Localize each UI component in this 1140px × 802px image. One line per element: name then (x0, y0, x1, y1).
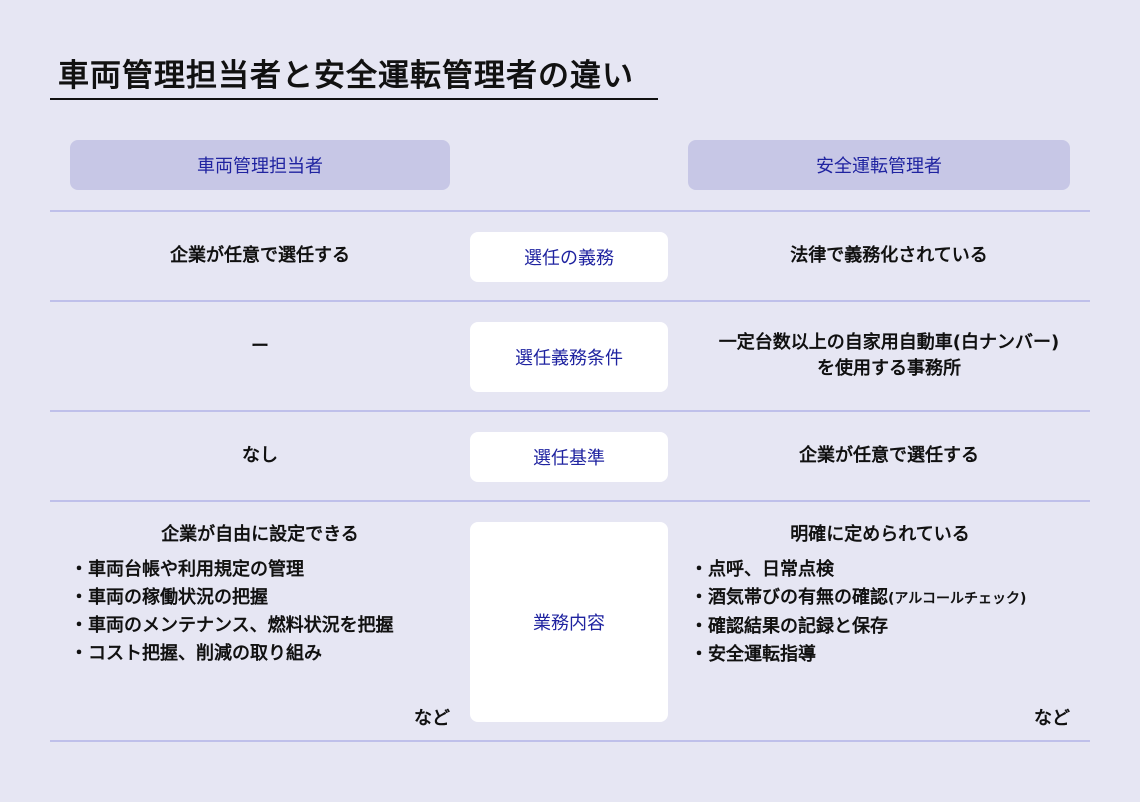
column-header-vehicle-manager: 車両管理担当者 (70, 140, 450, 190)
list-item: ・安全運転指導 (690, 644, 816, 665)
vehicle-manager-appointment-criteria: なし (242, 444, 278, 466)
list-item: ・酒気帯びの有無の確認(アルコールチェック) (690, 587, 1027, 608)
etc-note: など (414, 708, 450, 729)
title-underline (50, 98, 658, 100)
conditions-line-2: を使用する事務所 (816, 358, 961, 379)
divider (50, 740, 1090, 742)
duties-list: ・車両台帳や利用規定の管理 ・車両の稼働状況の把握 ・車両のメンテナンス、燃料状… (70, 556, 450, 668)
divider (50, 500, 1090, 502)
column-header-safe-driving-manager: 安全運転管理者 (688, 140, 1070, 190)
safe-driving-manager-appointment-conditions: 一定台数以上の自家用自動車(白ナンバー) を使用する事務所 (688, 302, 1090, 410)
safe-driving-manager-appointment-criteria: 企業が任意で選任する (799, 444, 979, 466)
conditions-line-1: 一定台数以上の自家用自動車(白ナンバー) (718, 331, 1060, 353)
row-duties: 企業が自由に設定できる ・車両台帳や利用規定の管理 ・車両の稼働状況の把握 ・車… (50, 502, 1090, 740)
divider (50, 210, 1090, 212)
duties-heading: 明確に定められている (790, 524, 970, 545)
safe-driving-manager-duties: 明確に定められている ・点呼、日常点検 ・酒気帯びの有無の確認(アルコールチェッ… (690, 502, 1070, 740)
vehicle-manager-appointment-conditions: ー (251, 336, 269, 357)
vehicle-manager-appointment-duty: 企業が任意で選任する (170, 244, 350, 266)
duties-heading: 企業が自由に設定できる (161, 524, 359, 545)
duties-list: ・点呼、日常点検 ・酒気帯びの有無の確認(アルコールチェック) ・確認結果の記録… (690, 556, 1070, 669)
row-appointment-criteria: なし 選任基準 企業が任意で選任する (50, 412, 1090, 500)
label-appointment-criteria: 選任基準 (470, 432, 668, 482)
list-item: ・コスト把握、削減の取り組み (70, 643, 322, 664)
list-item: ・点呼、日常点検 (690, 559, 834, 580)
row-appointment-conditions: ー 選任義務条件 一定台数以上の自家用自動車(白ナンバー) を使用する事務所 (50, 302, 1090, 410)
safe-driving-manager-appointment-duty: 法律で義務化されている (790, 244, 988, 266)
row-appointment-duty: 企業が任意で選任する 選任の義務 法律で義務化されている (50, 212, 1090, 300)
label-appointment-conditions: 選任義務条件 (470, 322, 668, 392)
label-appointment-duty: 選任の義務 (470, 232, 668, 282)
list-item: ・車両台帳や利用規定の管理 (70, 559, 304, 580)
list-item: ・車両のメンテナンス、燃料状況を把握 (70, 615, 394, 636)
page-title: 車両管理担当者と安全運転管理者の違い (58, 58, 634, 94)
alcohol-check-note: (アルコールチェック) (888, 591, 1027, 607)
label-duties: 業務内容 (470, 522, 668, 722)
etc-note: など (1034, 708, 1070, 729)
divider (50, 410, 1090, 412)
list-item: ・確認結果の記録と保存 (690, 616, 888, 637)
divider (50, 300, 1090, 302)
list-item: ・車両の稼働状況の把握 (70, 587, 268, 608)
vehicle-manager-duties: 企業が自由に設定できる ・車両台帳や利用規定の管理 ・車両の稼働状況の把握 ・車… (70, 502, 450, 740)
